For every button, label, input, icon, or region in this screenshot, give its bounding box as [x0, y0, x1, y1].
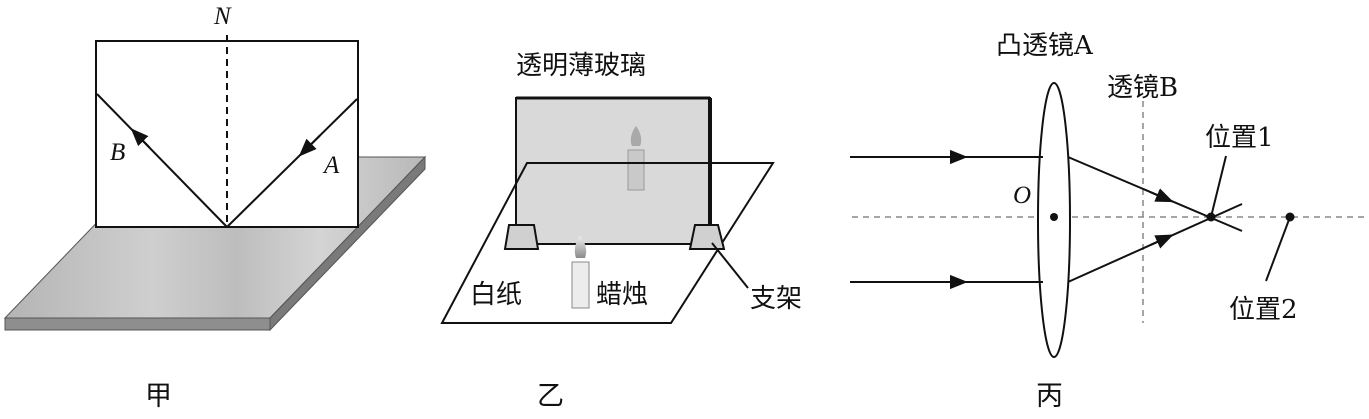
stand-pointer [711, 242, 749, 289]
figure-bing: 凸透镜A 透镜B O 位置1 位置2 丙 [850, 31, 1364, 412]
label-center-o: O [1013, 182, 1031, 209]
stand-left [503, 224, 540, 250]
label-glass: 透明薄玻璃 [516, 51, 646, 81]
plane-mirror-board-edge [269, 155, 426, 332]
candle-image [627, 149, 645, 191]
label-position-2: 位置2 [1229, 295, 1298, 325]
position-1-pointer [1210, 155, 1227, 218]
label-ray-b: B [110, 139, 125, 166]
glass-plate [515, 97, 711, 245]
incident-ray-a [226, 98, 358, 228]
figure-jia: N A B 甲 [3, 3, 427, 412]
label-paper: 白纸 [470, 280, 522, 310]
refracted-ray-upper-arrow [1149, 188, 1174, 203]
label-ray-a: A [322, 152, 340, 179]
reflected-ray-b [96, 93, 228, 228]
incident-ray-a-arrow [298, 134, 321, 157]
position-2-pointer [1265, 216, 1291, 282]
candle-image-flame [630, 126, 642, 146]
refracted-ray-lower-arrow [1149, 234, 1174, 249]
label-candle: 蜡烛 [596, 280, 648, 310]
label-stand: 支架 [750, 284, 802, 314]
white-paper [440, 162, 775, 324]
label-lens-b: 透镜B [1107, 73, 1178, 103]
reflected-ray-b-arrow [130, 128, 151, 149]
label-normal-n: N [213, 3, 232, 30]
candle [571, 261, 590, 309]
caption-yi: 乙 [537, 381, 564, 412]
candle-flame [574, 236, 587, 258]
figure-yi: 透明薄玻璃 白纸 蜡烛 支架 乙 [440, 51, 802, 412]
plane-mirror-board-side [4, 317, 271, 331]
label-lens-a: 凸透镜A [996, 31, 1094, 61]
caption-bing: 丙 [1036, 381, 1063, 412]
caption-jia: 甲 [145, 381, 172, 412]
label-position-1: 位置1 [1205, 123, 1274, 153]
optical-center-o [1050, 213, 1058, 221]
stand-right [688, 224, 726, 250]
